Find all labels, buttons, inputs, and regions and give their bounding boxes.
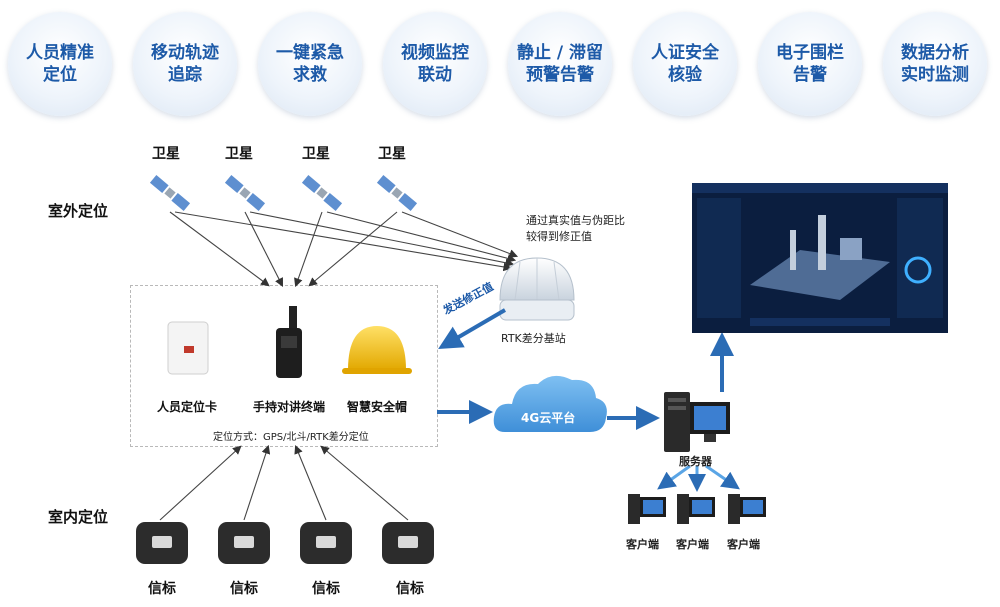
feature-circle-1: 人员精准定位 bbox=[8, 12, 112, 116]
beacon-icon bbox=[218, 522, 270, 564]
client-label: 客户端 bbox=[727, 538, 760, 551]
feature-text: 人证安全核验 bbox=[651, 43, 719, 85]
beacon-icon bbox=[300, 522, 352, 564]
beacon-icon bbox=[382, 522, 434, 564]
cloud-icon bbox=[493, 375, 607, 432]
beacon-label: 信标 bbox=[148, 581, 176, 597]
satellite-label: 卫星 bbox=[152, 146, 180, 162]
feature-circle-2: 移动轨迹追踪 bbox=[133, 12, 237, 116]
feature-circle-3: 一键紧急求救 bbox=[258, 12, 362, 116]
feature-text: 数据分析实时监测 bbox=[901, 43, 969, 85]
client-computer-icon bbox=[728, 494, 766, 524]
beacon-signal-lines bbox=[159, 444, 409, 521]
satellite-icon bbox=[224, 175, 266, 211]
beacon-label: 信标 bbox=[396, 581, 424, 597]
feature-circle-8: 数据分析实时监测 bbox=[883, 12, 987, 116]
client-label: 客户端 bbox=[676, 538, 709, 551]
client-computer-icon bbox=[677, 494, 715, 524]
outdoor-positioning-label: 室外定位 bbox=[48, 202, 109, 220]
feature-circle-5: 静止 / 滞留预警告警 bbox=[508, 12, 612, 116]
feature-circle-6: 人证安全核验 bbox=[633, 12, 737, 116]
indoor-positioning-label: 室内定位 bbox=[48, 508, 109, 526]
positioning-method-text: 定位方式：GPS/北斗/RTK差分定位 bbox=[213, 432, 369, 443]
feature-text: 人员精准定位 bbox=[26, 43, 94, 85]
beacon-icon bbox=[136, 522, 188, 564]
rtk-note-line2: 较得到修正值 bbox=[526, 230, 592, 243]
satellite-icon bbox=[301, 175, 343, 211]
monitoring-dashboard-screen bbox=[692, 183, 948, 333]
feature-text: 一键紧急求救 bbox=[276, 43, 344, 85]
server-icon bbox=[664, 392, 730, 452]
cloud-platform-label: 4G云平台 bbox=[521, 411, 576, 425]
device-label-card: 人员定位卡 bbox=[157, 400, 218, 414]
server-label: 服务器 bbox=[679, 455, 712, 468]
satellite-label: 卫星 bbox=[225, 146, 253, 162]
feature-circle-7: 电子围栏告警 bbox=[758, 12, 862, 116]
satellite-label: 卫星 bbox=[302, 146, 330, 162]
satellite-signal-lines bbox=[169, 211, 519, 288]
client-arrows bbox=[657, 464, 740, 492]
positioning-card-icon bbox=[167, 321, 209, 375]
satellite-icon bbox=[376, 175, 418, 211]
safety-helmet-icon bbox=[342, 326, 412, 374]
beacon-label: 信标 bbox=[230, 581, 258, 597]
feature-text: 移动轨迹追踪 bbox=[151, 43, 219, 85]
rtk-base-station-icon bbox=[499, 257, 575, 321]
feature-text: 静止 / 滞留预警告警 bbox=[516, 43, 604, 85]
feature-text: 视频监控联动 bbox=[401, 43, 469, 85]
walkie-talkie-icon bbox=[276, 306, 302, 378]
rtk-station-label: RTK差分基站 bbox=[501, 332, 566, 345]
satellite-label: 卫星 bbox=[378, 146, 406, 162]
feature-circle-4: 视频监控联动 bbox=[383, 12, 487, 116]
device-label-helmet: 智慧安全帽 bbox=[347, 400, 408, 414]
device-label-radio: 手持对讲终端 bbox=[253, 400, 326, 414]
correction-arrow bbox=[438, 308, 507, 350]
satellite-icon bbox=[149, 175, 191, 211]
rtk-note-line1: 通过真实值与伪距比 bbox=[526, 214, 625, 227]
client-computer-icon bbox=[628, 494, 666, 524]
client-label: 客户端 bbox=[626, 538, 659, 551]
beacon-label: 信标 bbox=[312, 581, 340, 597]
feature-text: 电子围栏告警 bbox=[776, 43, 844, 85]
